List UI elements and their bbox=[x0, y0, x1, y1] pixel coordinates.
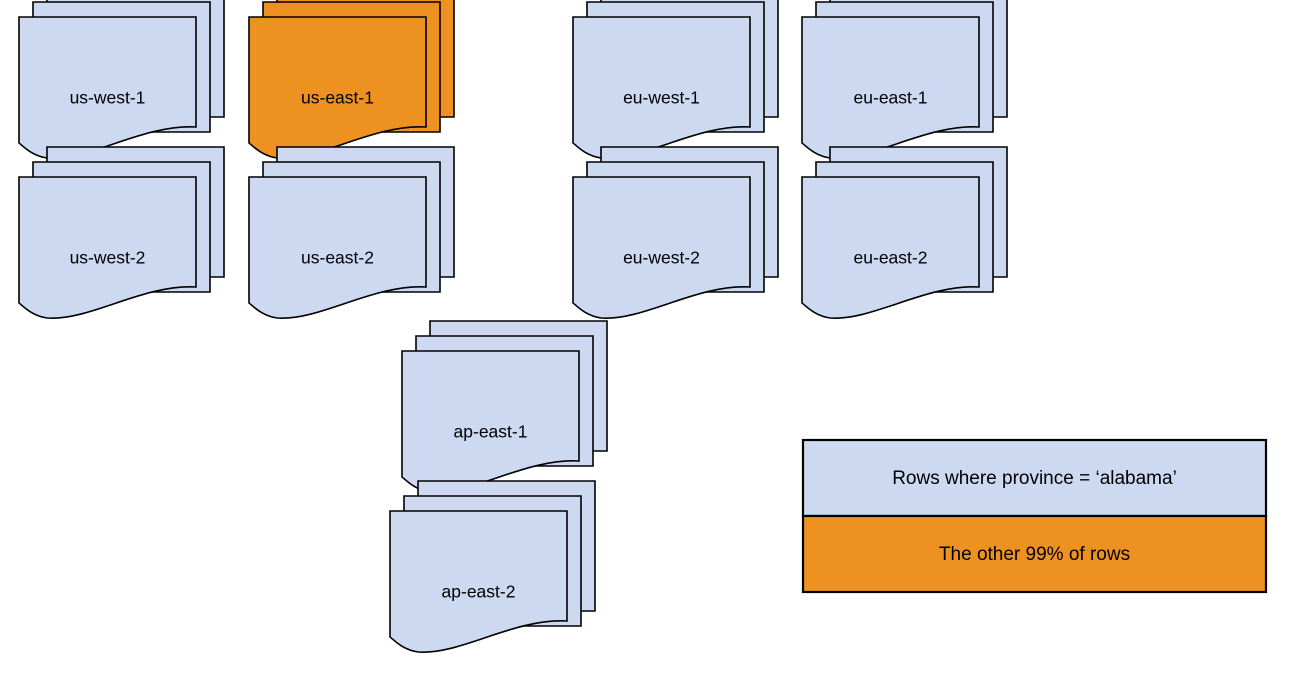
legend-row-alabama-swatch bbox=[801, 438, 1268, 518]
stack-front-sheet-eu-west-2[interactable] bbox=[572, 176, 751, 319]
stack-front-sheet-ap-east-1[interactable] bbox=[401, 350, 580, 493]
document-stack-eu-east-1[interactable]: eu-east-1 bbox=[801, 0, 1008, 159]
document-stack-us-east-1[interactable]: us-east-1 bbox=[248, 0, 455, 159]
document-stack-us-west-2[interactable]: us-west-2 bbox=[18, 146, 225, 319]
stack-front-sheet-eu-east-1[interactable] bbox=[801, 16, 980, 159]
stack-front-sheet-us-east-2[interactable] bbox=[248, 176, 427, 319]
stack-front-sheet-us-west-2[interactable] bbox=[18, 176, 197, 319]
stack-front-sheet-us-west-1[interactable] bbox=[18, 16, 197, 159]
document-stack-eu-east-2[interactable]: eu-east-2 bbox=[801, 146, 1008, 319]
legend-row-other-swatch bbox=[801, 514, 1268, 594]
stack-front-sheet-ap-east-2[interactable] bbox=[389, 510, 568, 653]
stack-front-sheet-eu-east-2[interactable] bbox=[801, 176, 980, 319]
document-stack-ap-east-1[interactable]: ap-east-1 bbox=[401, 320, 608, 493]
document-stack-ap-east-2[interactable]: ap-east-2 bbox=[389, 480, 596, 653]
document-stack-us-west-1[interactable]: us-west-1 bbox=[18, 0, 225, 159]
stack-front-sheet-us-east-1[interactable] bbox=[248, 16, 427, 159]
document-stack-us-east-2[interactable]: us-east-2 bbox=[248, 146, 455, 319]
legend-layer: Rows where province = ‘alabama’The other… bbox=[801, 438, 1268, 594]
stack-front-sheet-eu-west-1[interactable] bbox=[572, 16, 751, 159]
document-stack-eu-west-1[interactable]: eu-west-1 bbox=[572, 0, 779, 159]
document-stack-eu-west-2[interactable]: eu-west-2 bbox=[572, 146, 779, 319]
